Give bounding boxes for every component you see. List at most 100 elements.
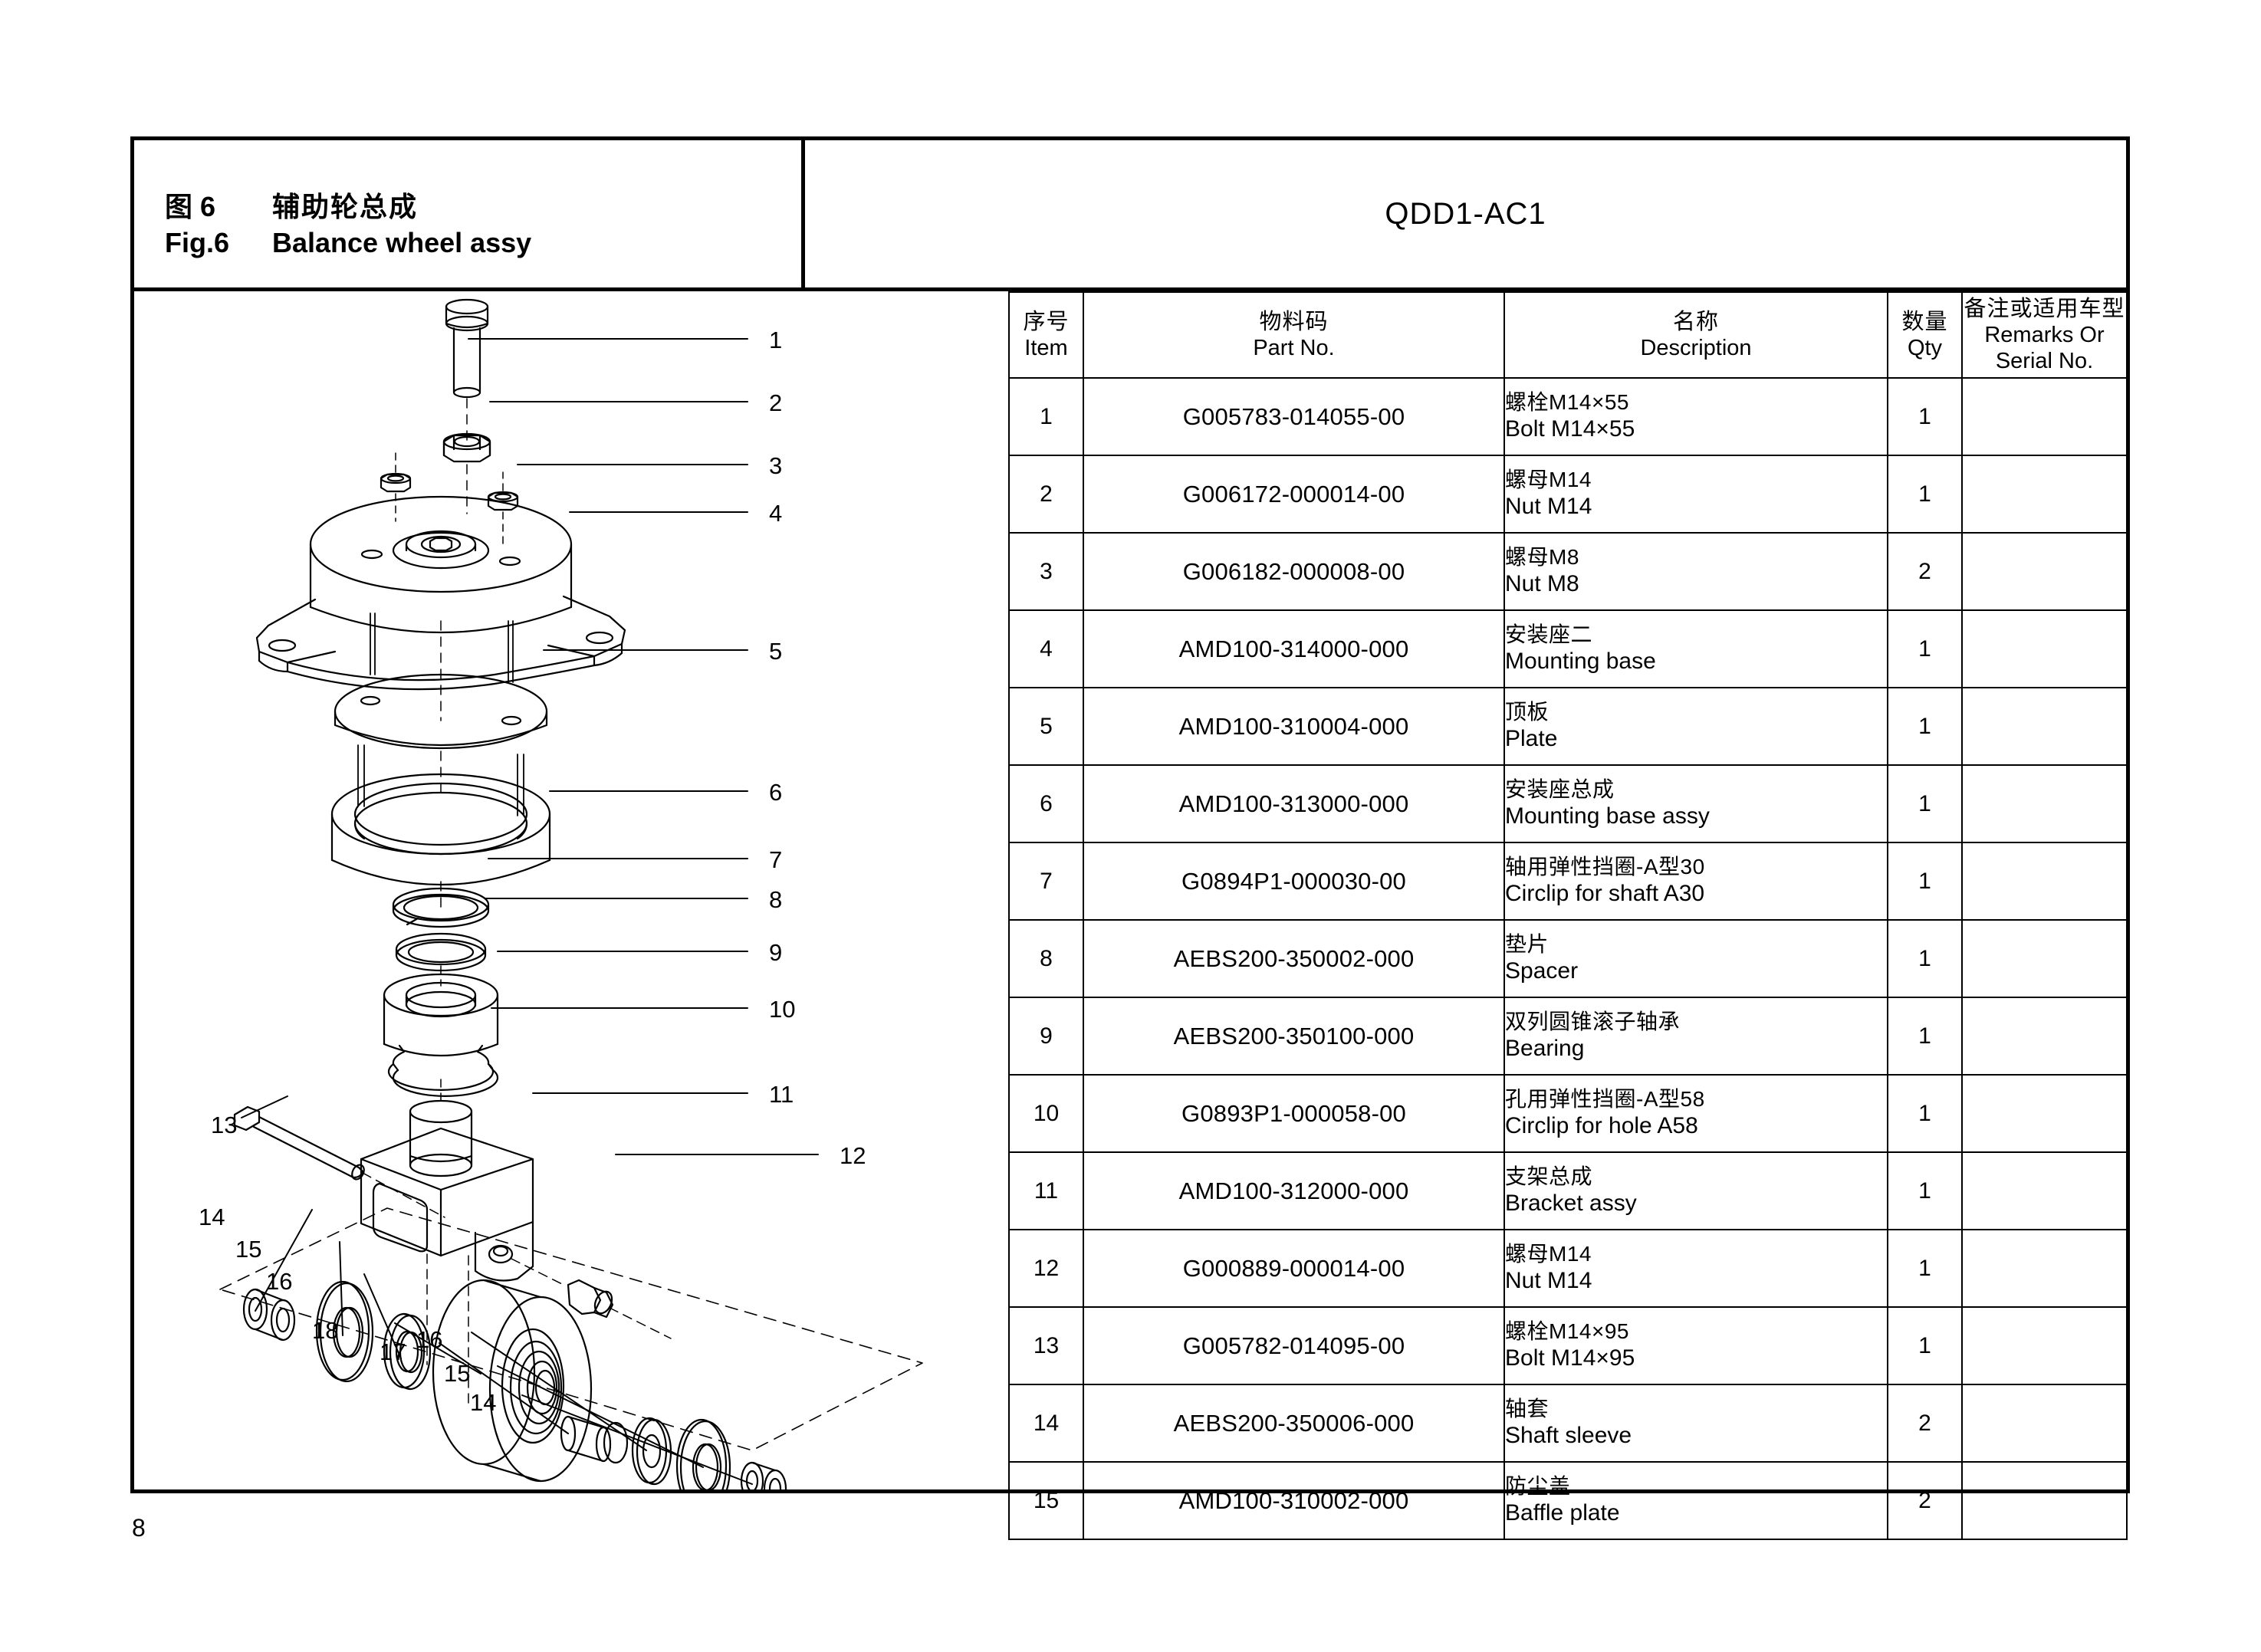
callout-16: 16: [266, 1268, 292, 1295]
cell-part-no: AEBS200-350002-000: [1083, 919, 1505, 998]
description-cn: 轴用弹性挡圈-A型30: [1505, 855, 1705, 879]
part-bearing-left: [383, 1312, 432, 1391]
cell-item: 5: [1008, 687, 1084, 766]
part-shaft: [560, 1415, 612, 1463]
part-circlip-shaft-a30: [392, 887, 490, 928]
column-header-qty-cn: 数量: [1901, 309, 1948, 334]
callout-12: 12: [840, 1142, 866, 1169]
parts-table-pane: 序号 Item 物料码 Part No. 名称: [1008, 291, 2130, 1540]
callout-9: 9: [769, 939, 782, 966]
description-en: Spacer: [1505, 958, 1579, 984]
description-en: Shaft sleeve: [1505, 1423, 1632, 1449]
cell-remarks: [1961, 455, 2128, 534]
cell-qty: 1: [1887, 1229, 1963, 1308]
figure-title-en: Balance wheel assy: [272, 227, 532, 258]
cell-item: 12: [1008, 1229, 1084, 1308]
cell-qty: 2: [1887, 532, 1963, 611]
column-header-remarks-cn: 备注或适用车型: [1964, 296, 2125, 321]
part-nut-m14-top: [442, 432, 491, 463]
cell-qty: 1: [1887, 1306, 1963, 1385]
column-header-part-no: 物料码 Part No.: [1083, 291, 1505, 379]
part-baffle-plate-left: [315, 1280, 374, 1383]
callout-17: 17: [380, 1338, 406, 1365]
part-nut-m8-left: [380, 472, 412, 493]
part-bracket-assy: [360, 1099, 534, 1282]
cell-part-no: AMD100-313000-000: [1083, 764, 1505, 843]
cell-remarks: [1961, 764, 2128, 843]
cell-remarks: [1961, 1229, 2128, 1308]
description-cn: 孔用弹性挡圈-A型58: [1505, 1087, 1705, 1112]
cell-remarks: [1961, 532, 2128, 611]
part-shaft-sleeve-right: [740, 1461, 787, 1489]
callout-2: 2: [769, 389, 782, 416]
cell-remarks: [1961, 1461, 2128, 1540]
column-header-qty: 数量 Qty: [1887, 291, 1963, 379]
callout-15: 15: [235, 1236, 261, 1263]
cell-qty: 1: [1887, 1074, 1963, 1153]
description-en: Baffle plate: [1505, 1500, 1620, 1526]
description-cn: 安装座总成: [1505, 777, 1615, 802]
figure-number-cn: 图 6: [165, 191, 216, 223]
cell-part-no: G0894P1-000030-00: [1083, 842, 1505, 921]
description-en: Bolt M14×55: [1505, 416, 1635, 442]
description-en: Bolt M14×95: [1505, 1345, 1635, 1371]
parts-table: 序号 Item 物料码 Part No. 名称: [1008, 291, 2128, 1540]
cell-qty: 1: [1887, 764, 1963, 843]
description-cn: 支架总成: [1505, 1164, 1593, 1189]
cell-part-no: G006172-000014-00: [1083, 455, 1505, 534]
cell-part-no: G005782-014095-00: [1083, 1306, 1505, 1385]
column-header-remarks-en: Remarks Or Serial No.: [1984, 322, 2105, 374]
cell-remarks: [1961, 1384, 2128, 1463]
column-header-item-cn: 序号: [1023, 309, 1070, 334]
cell-qty: 1: [1887, 1151, 1963, 1230]
cell-item: 4: [1008, 609, 1084, 688]
cell-remarks: [1961, 1306, 2128, 1385]
cell-item: 3: [1008, 532, 1084, 611]
cell-part-no: AEBS200-350006-000: [1083, 1384, 1505, 1463]
callout-13: 13: [211, 1112, 237, 1138]
callout-14: 14: [199, 1204, 225, 1230]
description-en: Bearing: [1505, 1036, 1585, 1062]
part-wheel: [432, 1279, 593, 1483]
callout-5: 5: [769, 638, 782, 665]
callout-4: 4: [769, 500, 782, 527]
cell-item: 2: [1008, 455, 1084, 534]
description-en: Plate: [1505, 726, 1558, 752]
callout-8: 8: [769, 886, 782, 913]
cell-remarks: [1961, 919, 2128, 998]
callout-15-right: 15: [444, 1360, 470, 1387]
diagram-callout-labels: 1 2 3 4 5 6 7 8 9 10 11 12 13 14 15 16 1: [199, 327, 866, 1416]
part-spacer: [395, 932, 487, 972]
description-en: Circlip for hole A58: [1505, 1113, 1698, 1139]
cell-part-no: G005783-014055-00: [1083, 377, 1505, 456]
cell-part-no: AEBS200-350100-000: [1083, 997, 1505, 1076]
description-cn: 双列圆锥滚子轴承: [1505, 1010, 1681, 1034]
description-cn: 螺栓M14×95: [1505, 1319, 1629, 1344]
cell-item: 7: [1008, 842, 1084, 921]
part-mounting-base: [255, 495, 626, 691]
page-number: 8: [132, 1514, 146, 1542]
cell-remarks: [1961, 1074, 2128, 1153]
description-cn: 轴套: [1505, 1397, 1550, 1421]
cell-remarks: [1961, 687, 2128, 766]
callout-16-right: 16: [416, 1326, 442, 1353]
part-bolt-m14x55: [445, 298, 489, 399]
figure-title-english-line: Fig.6 Balance wheel assy: [165, 225, 801, 261]
